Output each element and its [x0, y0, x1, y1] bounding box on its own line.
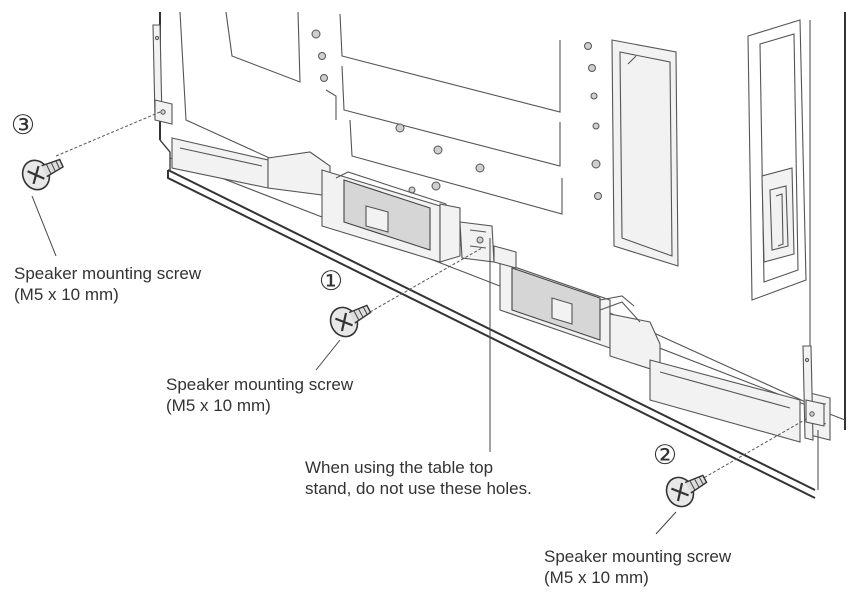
speaker-bracket-right [802, 345, 825, 490]
leader-screw-2 [699, 417, 809, 481]
leader-label-2 [655, 511, 677, 535]
label-screw-1-line1: Speaker mounting screw [166, 375, 354, 394]
label-screw-3: Speaker mounting screw (M5 x 10 mm) [14, 263, 201, 305]
leader-screw-1 [369, 247, 483, 313]
label-holes-note: When using the table top stand, do not u… [305, 457, 532, 499]
label-screw-2-line2: (M5 x 10 mm) [544, 568, 649, 587]
screw-icon [21, 158, 64, 191]
leader-label-1 [315, 339, 341, 371]
label-screw-2-line1: Speaker mounting screw [544, 547, 732, 566]
screw-icon [329, 304, 372, 338]
label-holes-note-line1: When using the table top [305, 458, 494, 477]
callout-number-2: ② [652, 440, 678, 471]
speaker-unit [171, 137, 831, 443]
callout-number-1: ① [318, 266, 344, 297]
speaker-bracket-left [152, 24, 173, 125]
label-holes-note-line2: stand, do not use these holes. [305, 479, 532, 498]
screw-icon [665, 474, 708, 508]
leader-screw-3 [55, 111, 161, 157]
label-screw-2: Speaker mounting screw (M5 x 10 mm) [544, 546, 731, 588]
label-screw-1-line2: (M5 x 10 mm) [166, 396, 271, 415]
label-screw-1: Speaker mounting screw (M5 x 10 mm) [166, 374, 353, 416]
label-screw-3-line2: (M5 x 10 mm) [14, 285, 119, 304]
label-screw-3-line1: Speaker mounting screw [14, 264, 202, 283]
leader-label-3 [31, 195, 57, 257]
callout-number-3: ③ [10, 110, 36, 141]
tv-rear-panel [159, 11, 846, 499]
